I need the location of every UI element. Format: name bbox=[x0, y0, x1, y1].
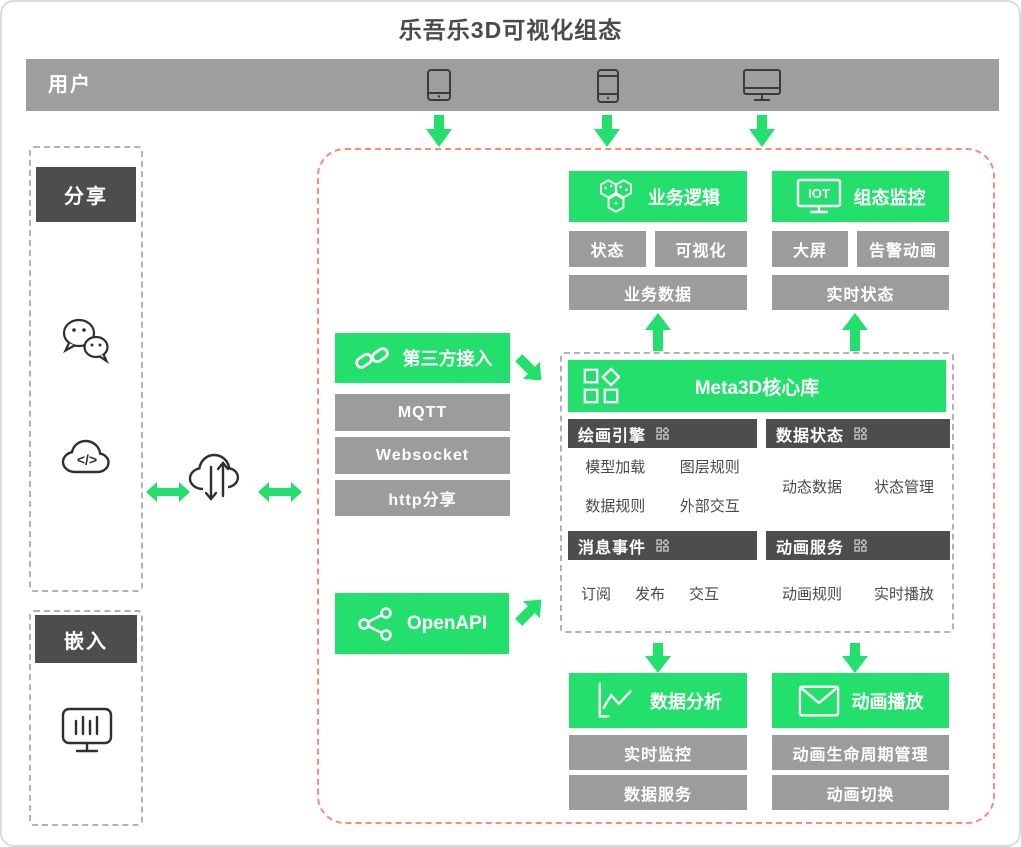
animation-play-label: 动画播放 bbox=[851, 691, 924, 712]
core-item: 外部交互 bbox=[679, 498, 740, 515]
mini-grid-icon bbox=[656, 427, 670, 440]
core-section-header: 消息事件 bbox=[568, 531, 757, 560]
business-logic-item: 可视化 bbox=[655, 231, 747, 267]
arrow-up-icon bbox=[645, 313, 671, 351]
core-library-header: Meta3D核心库 bbox=[568, 360, 946, 412]
core-item: 状态管理 bbox=[873, 478, 934, 496]
core-library-panel: Meta3D核心库 绘画引擎 模型加载 图层规则 数据规则 外部交互 数据状态 … bbox=[560, 352, 954, 633]
config-monitor-label: 组态监控 bbox=[853, 187, 926, 208]
svg-text:IOT: IOT bbox=[808, 186, 830, 201]
arrow-down-icon bbox=[426, 115, 452, 147]
iot-monitor-icon: IOT bbox=[796, 178, 842, 216]
core-section-header: 数据状态 bbox=[766, 419, 950, 448]
data-analysis-item: 实时监控 bbox=[569, 735, 747, 770]
grid-diamond-icon bbox=[582, 367, 620, 405]
core-section-items: 模型加载 图层规则 数据规则 外部交互 bbox=[568, 454, 757, 518]
share-panel: 分享 </> bbox=[29, 146, 143, 592]
third-party-node: 第三方接入 bbox=[335, 333, 510, 383]
embed-panel-header: 嵌入 bbox=[35, 615, 137, 663]
arrow-up-icon bbox=[842, 313, 868, 351]
arrow-down-icon bbox=[842, 643, 868, 673]
core-section-header: 绘画引擎 bbox=[568, 419, 757, 448]
core-section-title: 消息事件 bbox=[578, 539, 647, 557]
share-panel-header: 分享 bbox=[36, 167, 136, 222]
page-title: 乐吾乐3D可视化组态 bbox=[398, 17, 623, 43]
core-item: 实时播放 bbox=[873, 585, 934, 603]
business-logic-item: 状态 bbox=[569, 231, 646, 267]
mini-grid-icon bbox=[656, 539, 670, 552]
core-item: 动态数据 bbox=[781, 478, 842, 496]
animation-play-item: 动画生命周期管理 bbox=[772, 735, 949, 770]
config-monitor-item: 实时状态 bbox=[772, 275, 949, 310]
business-logic-item: 业务数据 bbox=[569, 275, 747, 310]
core-item: 动画规则 bbox=[781, 585, 842, 603]
monitor-icon bbox=[742, 68, 782, 102]
envelope-icon bbox=[798, 684, 840, 718]
core-item: 交互 bbox=[689, 585, 720, 603]
mini-grid-icon bbox=[854, 427, 868, 440]
arrow-down-icon bbox=[594, 115, 620, 147]
core-section-title: 数据状态 bbox=[776, 427, 845, 445]
core-library-label: Meta3D核心库 bbox=[694, 377, 820, 399]
hexagon-cluster-icon bbox=[596, 178, 636, 215]
arrow-down-right-icon bbox=[509, 348, 550, 389]
line-chart-icon bbox=[594, 680, 638, 722]
mini-grid-icon bbox=[854, 539, 868, 552]
core-item: 图层规则 bbox=[679, 459, 740, 476]
core-item: 订阅 bbox=[581, 585, 612, 603]
third-party-item: http分享 bbox=[335, 480, 510, 516]
share-network-icon bbox=[357, 606, 395, 641]
tablet-icon bbox=[422, 68, 456, 102]
core-item: 模型加载 bbox=[585, 459, 646, 476]
core-section-items: 动画规则 实时播放 bbox=[766, 567, 950, 619]
link-icon bbox=[353, 343, 391, 373]
arrow-left-right-icon bbox=[146, 480, 190, 504]
smartphone-icon bbox=[596, 68, 620, 104]
data-analysis-label: 数据分析 bbox=[650, 691, 722, 712]
third-party-item: Websocket bbox=[335, 437, 510, 474]
core-section-title: 动画服务 bbox=[776, 539, 845, 557]
animation-play-node: 动画播放 bbox=[772, 673, 949, 728]
openapi-label: OpenAPI bbox=[406, 612, 488, 634]
config-monitor-item: 大屏 bbox=[772, 231, 848, 267]
wechat-icon bbox=[60, 316, 112, 364]
core-section-items: 动态数据 状态管理 bbox=[766, 454, 950, 518]
core-section-title: 绘画引擎 bbox=[578, 427, 647, 445]
data-analysis-item: 数据服务 bbox=[569, 775, 747, 810]
arrow-down-icon bbox=[645, 643, 671, 673]
arrow-up-right-icon bbox=[509, 590, 550, 631]
config-monitor-item: 告警动画 bbox=[857, 231, 949, 267]
arrow-down-icon bbox=[749, 115, 775, 147]
third-party-item: MQTT bbox=[335, 394, 510, 431]
arrow-left-right-icon bbox=[258, 480, 302, 504]
user-banner-label: 用户 bbox=[48, 74, 92, 96]
bar-chart-monitor-icon bbox=[61, 707, 113, 757]
third-party-label: 第三方接入 bbox=[402, 349, 493, 369]
data-analysis-node: 数据分析 bbox=[569, 673, 747, 728]
cloud-code-icon: </> bbox=[59, 438, 115, 478]
cloud-sync-icon bbox=[188, 450, 250, 508]
business-logic-node: 业务逻辑 bbox=[569, 171, 747, 222]
platform-frame bbox=[317, 148, 995, 824]
openapi-node: OpenAPI bbox=[335, 593, 509, 654]
animation-play-item: 动画切换 bbox=[772, 775, 949, 810]
core-section-header: 动画服务 bbox=[766, 531, 950, 560]
embed-panel: 嵌入 bbox=[29, 610, 143, 826]
core-item: 数据规则 bbox=[585, 498, 646, 515]
svg-text:</>: </> bbox=[77, 452, 97, 468]
business-logic-label: 业务逻辑 bbox=[648, 187, 720, 208]
core-item: 发布 bbox=[635, 585, 666, 603]
user-banner: 用户 bbox=[26, 59, 999, 111]
config-monitor-node: IOT 组态监控 bbox=[772, 171, 949, 222]
core-section-items: 订阅 发布 交互 bbox=[581, 580, 719, 606]
